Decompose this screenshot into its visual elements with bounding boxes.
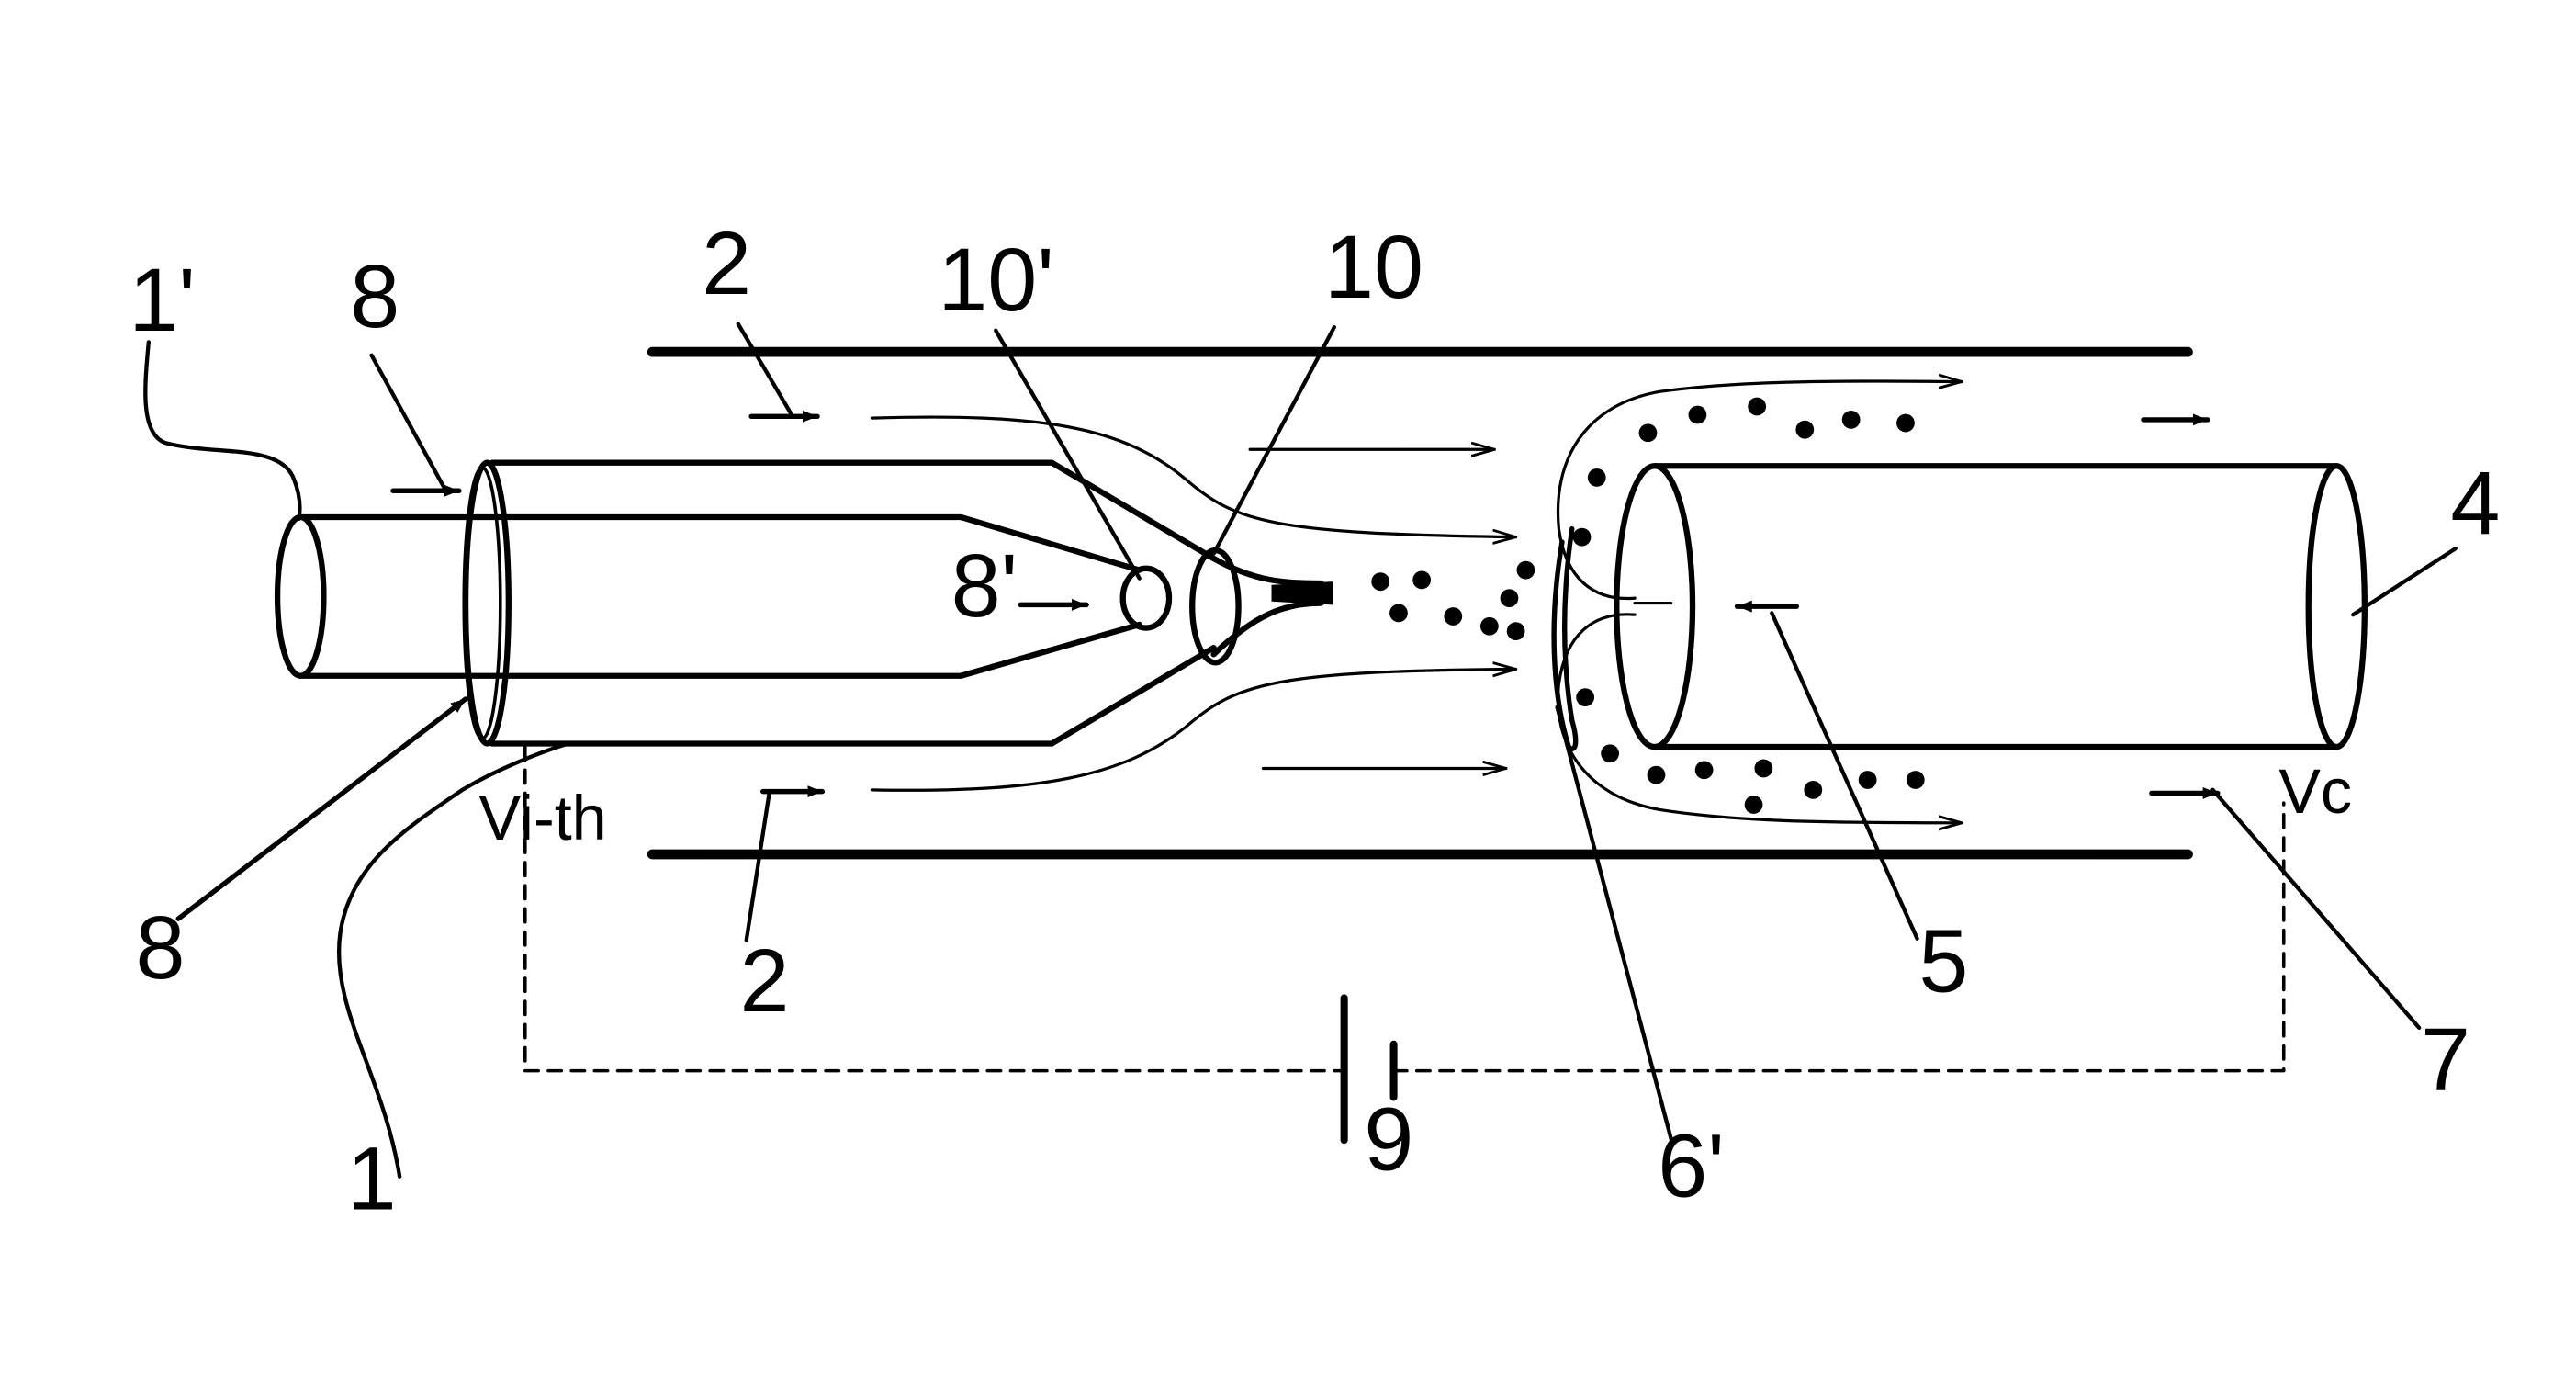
label-7: 7 — [2421, 1010, 2470, 1110]
label-10: 10 — [1324, 217, 1423, 317]
focusing-flow-lines — [872, 381, 1962, 823]
label-8-bottom: 8 — [135, 897, 185, 998]
leader-lines — [145, 324, 2455, 1177]
label-9: 9 — [1364, 1089, 1413, 1190]
label-vi-th: Vi-th — [478, 784, 606, 853]
collector-tube — [1554, 466, 2365, 749]
drawing — [145, 324, 2455, 1177]
label-6-prime: 6' — [1658, 1115, 1725, 1215]
label-1: 1 — [347, 1129, 397, 1229]
label-2-bottom: 2 — [740, 931, 790, 1031]
label-10-prime: 10' — [938, 230, 1054, 330]
label-2-top: 2 — [702, 213, 751, 313]
inner-capillary — [277, 517, 1169, 676]
label-5: 5 — [1918, 910, 1968, 1010]
label-8-top: 8 — [350, 246, 399, 346]
droplets — [1371, 398, 1924, 814]
label-1-prime: 1' — [129, 250, 196, 350]
label-vc: Vc — [2278, 757, 2352, 827]
label-4: 4 — [2450, 453, 2500, 553]
label-8-prime: 8' — [951, 536, 1018, 636]
